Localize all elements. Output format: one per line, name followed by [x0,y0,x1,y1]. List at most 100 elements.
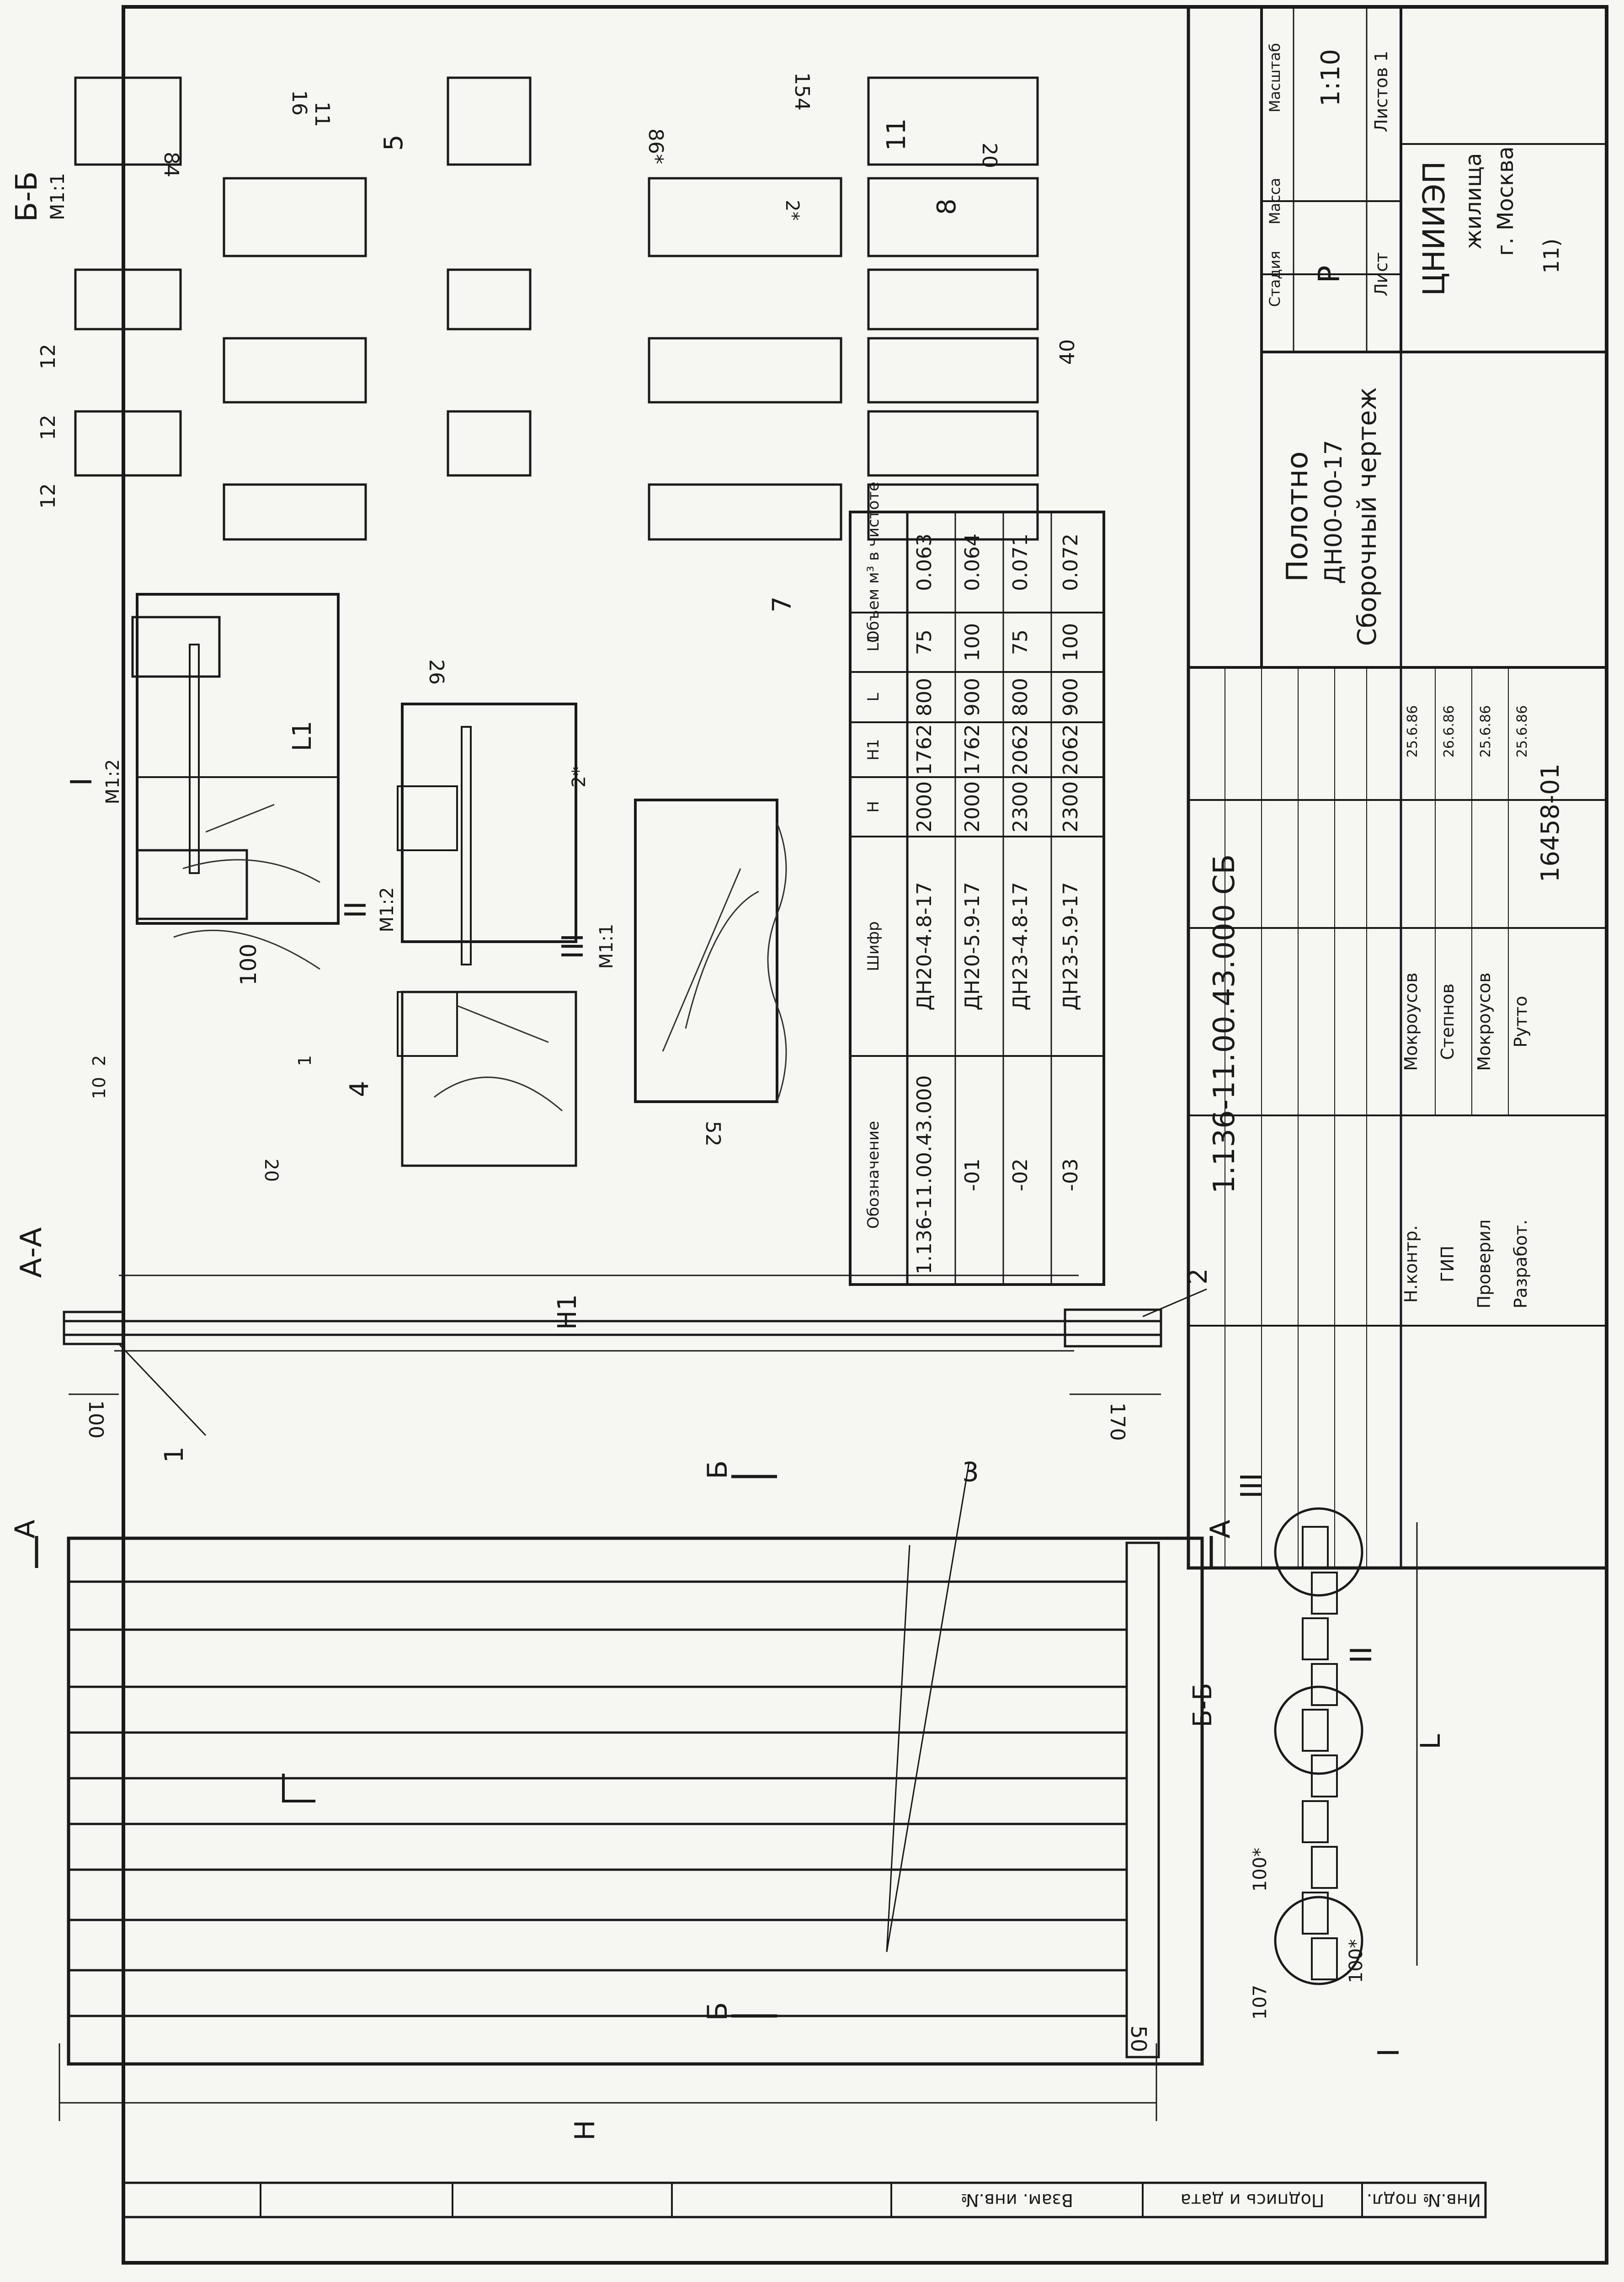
dim-154: 154 [790,72,814,111]
cut-a-bottom: А [1204,1520,1236,1538]
spec-cell: 100 [961,623,984,661]
dim-12-b: 12 [37,415,60,440]
sheet-label: Лист [1371,252,1391,296]
plan-board [1311,1572,1338,1615]
sig-date-3: 25.6.86 [1478,705,1494,758]
dim-20-b: 20 [978,143,1001,168]
callout-3: 3 [962,1456,979,1488]
glass-panel [122,1581,1128,1631]
dim-52: 52 [701,1121,724,1146]
plan-board [1311,1846,1338,1889]
spec-cell: 75 [913,629,936,655]
section-block [223,483,367,541]
sig-name-1: Мокроусов [1401,972,1421,1071]
detail-1-title: I [65,778,99,786]
section-block [867,483,1039,541]
callout-5: 5 [379,134,409,151]
spec-cell: 0.072 [1059,533,1082,591]
cut-a-top: А [9,1520,41,1538]
spec-header-cell: H1 [864,739,883,760]
bottom-sheet: 11) [1539,239,1564,273]
dim-107: 107 [1250,1985,1271,2020]
spec-header-cell: L1 [864,633,883,652]
callout-8: 8 [932,198,962,215]
dim-2-star-b: 2* [782,200,803,220]
title-block: 1.136-11.00.43.000 СБ Полотно ДН00-00-17… [1187,5,1608,1570]
sig-role-1: Н.контр. [1401,1225,1421,1303]
detail-2-scale: М1:2 [377,887,398,933]
stamp-inv-podl: Инв.№ подл. [1367,2190,1481,2210]
section-block [867,177,1039,257]
dim-20: 20 [261,1159,282,1182]
section-block [223,177,367,257]
spec-header-cell: H [864,801,883,813]
section-b-b-scale: М1:1 [46,173,69,220]
section-b-b-small: Б-Б [1188,1683,1218,1727]
org-line-3: г. Москва [1493,146,1518,256]
glass-panel [122,1869,1128,1921]
glass-panel [122,1777,1128,1825]
sig-role-3: Проверил [1474,1220,1494,1309]
dim-26: 26 [425,659,448,685]
spec-cell: 1762 [961,724,984,775]
dim-11: 11 [310,101,334,127]
sig-role-2: ГИП [1438,1246,1458,1282]
dim-12-a: 12 [37,483,60,509]
section-block [447,410,532,477]
spec-cell: 2300 [1059,781,1082,832]
dim-l: L [1415,1734,1447,1749]
spec-cell: ДН20-4.8-17 [913,882,936,1010]
detail-3-title: III [556,933,590,960]
section-a-a: H1 100 170 1 2 А-А [15,1227,1213,1463]
spec-header-cell: Шифр [864,921,883,971]
stage-value: Р [1313,266,1347,283]
spec-cell: -03 [1059,1158,1082,1191]
detail-3: III М1:1 52 [556,799,787,1146]
section-block [447,268,532,331]
sig-name-3: Мокроусов [1474,972,1494,1071]
section-block [74,410,182,477]
section-a-a-title: А-А [15,1227,48,1278]
bottom-code: 16458-01 [1536,763,1565,882]
detail-2: II М1:2 26 2* 4 [339,659,590,1167]
dim-86: 86* [644,128,667,164]
sig-date-2: 26.6.86 [1441,705,1457,758]
detail-mark-3: III [1235,1473,1269,1499]
sheets-label: Листов 1 [1371,51,1391,132]
spec-cell: 0.063 [913,533,936,591]
detail-mark-2: II [1345,1646,1379,1664]
plan-board [1302,1526,1329,1569]
stamp-vzam-inv: Взам. инв.№ [961,2190,1073,2210]
cut-b-top: Б [702,1460,734,1479]
spec-cell: 2062 [1059,724,1082,775]
detail-circle-1 [1274,1896,1363,1985]
dim-2: 2 [89,1055,109,1066]
dim-100-d1: 100 [236,944,261,986]
detail-circle-2 [1274,1685,1363,1775]
door-leaf-front-view: 3 [67,1456,1204,2066]
section-block [447,76,532,166]
spec-cell: 2000 [913,781,936,832]
section-block [867,268,1039,331]
dim-40: 40 [1056,339,1079,365]
binding-stamp: Инв.№ подл. Подпись и дата Взам. инв.№ [122,2181,1487,2218]
section-block [74,76,182,166]
spec-cell: 800 [1009,678,1032,716]
plan-board [1302,1709,1329,1752]
callout-1: 1 [160,1446,189,1463]
plan-board [1302,1800,1329,1843]
sig-name-4: Рутто [1511,996,1531,1048]
sig-name-2: Степнов [1438,983,1458,1060]
section-block [648,177,842,257]
section-block [648,337,842,404]
stamp-header-stage: Стадия [1266,251,1283,307]
org-line-1: ЦНИИЭП [1416,161,1452,296]
dim-10: 10 [89,1077,109,1099]
callout-11: 11 [882,118,911,151]
spec-cell: 0.064 [961,533,984,591]
plan-board [1302,1892,1329,1935]
main-dimensions: H 50 [59,2026,1157,2141]
plan-board [1311,1937,1338,1980]
section-block [648,483,842,541]
